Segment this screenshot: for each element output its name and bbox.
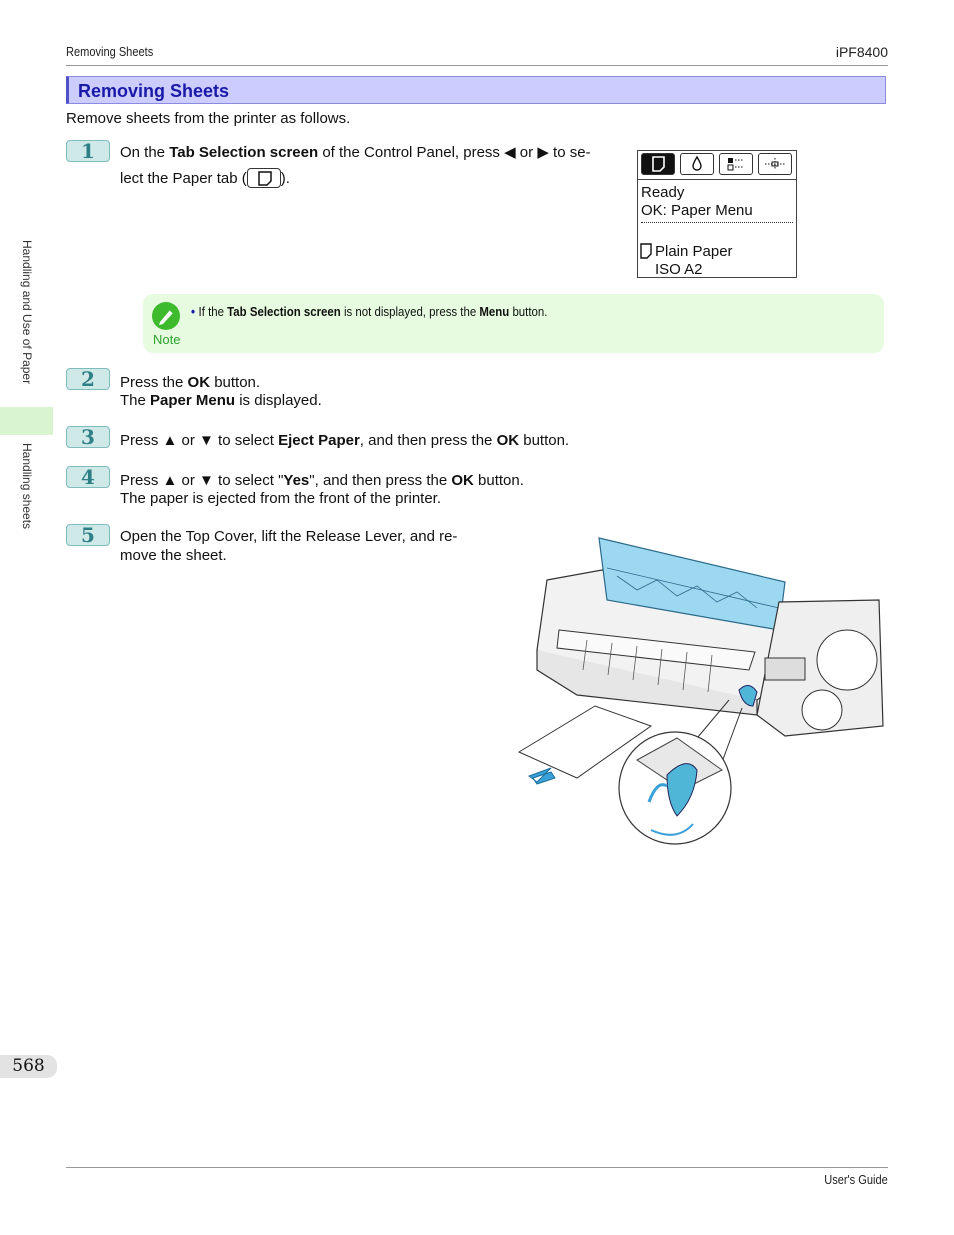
step-number-2: 2	[66, 368, 110, 390]
lcd-job-tab-icon	[719, 153, 753, 175]
sidebar-chapter: Handling and Use of Paper	[20, 240, 34, 385]
lcd-tab-row	[638, 151, 796, 180]
step-number-1: 1	[66, 140, 110, 162]
step-3-text: Press ▲ or ▼ to select Eject Paper, and …	[120, 432, 570, 449]
lcd-paper-icon	[640, 243, 652, 263]
step-number-5: 5	[66, 524, 110, 546]
header-divider	[66, 65, 888, 66]
bullet-icon: •	[191, 304, 196, 319]
left-arrow-icon: ◀	[504, 144, 516, 161]
lcd-paper-type: Plain Paper	[655, 243, 733, 260]
note-pencil-icon	[152, 302, 180, 330]
sidebar-active-marker	[0, 407, 53, 435]
lcd-status-line: Ready	[641, 184, 685, 201]
lcd-divider	[641, 222, 793, 223]
running-header-model: iPF8400	[835, 44, 888, 60]
step-5-text: Open the Top Cover, lift the Release Lev…	[120, 528, 458, 564]
note-text: •If the Tab Selection screen is not disp…	[191, 304, 548, 319]
section-title: Removing Sheets	[78, 81, 230, 101]
lcd-paper-size: ISO A2	[655, 261, 703, 278]
step-2-text: Press the OK button. The Paper Menu is d…	[120, 374, 322, 409]
right-arrow-icon: ▶	[537, 144, 549, 161]
note-label: Note	[153, 332, 181, 347]
step-1-text: On the Tab Selection screen of the Contr…	[120, 144, 591, 188]
sidebar-section: Handling sheets	[20, 443, 34, 530]
printer-release-lever-illustration	[517, 537, 884, 845]
control-panel-display: Ready OK: Paper Menu Plain Paper ISO A2	[637, 150, 797, 278]
note-box: Note •If the Tab Selection screen is not…	[143, 294, 884, 353]
footer-guide-title: User's Guide	[824, 1172, 888, 1187]
step-number-3: 3	[66, 426, 110, 448]
intro-text: Remove sheets from the printer as follow…	[66, 110, 351, 127]
lcd-paper-tab-icon	[641, 153, 675, 175]
lcd-ink-tab-icon	[680, 153, 714, 175]
page-number: 568	[0, 1055, 57, 1078]
lcd-settings-tab-icon	[758, 153, 792, 175]
footer-divider	[66, 1167, 888, 1168]
running-header-section: Removing Sheets	[66, 44, 154, 59]
step-number-4: 4	[66, 466, 110, 488]
step-4-text: Press ▲ or ▼ to select "Yes", and then p…	[120, 472, 524, 507]
lcd-menu-hint: OK: Paper Menu	[641, 202, 753, 219]
paper-tab-icon	[246, 168, 281, 188]
section-title-bar: Removing Sheets	[66, 76, 886, 104]
